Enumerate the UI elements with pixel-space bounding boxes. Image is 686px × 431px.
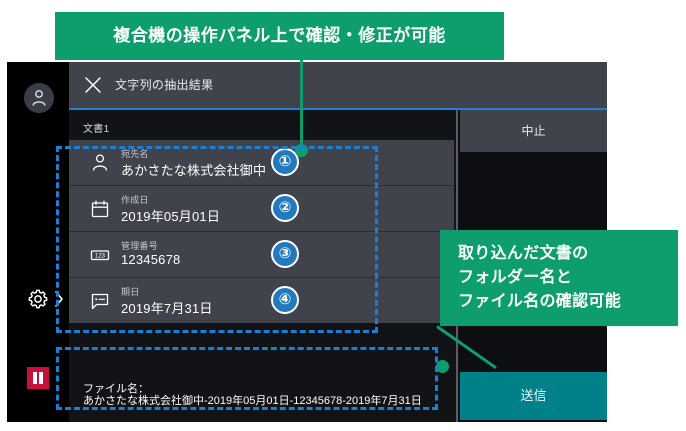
field-key: 管理番号	[121, 241, 158, 251]
avatar-glyph	[32, 90, 46, 106]
pause-icon[interactable]	[27, 367, 49, 389]
list-item[interactable]: 作成日 2019年05月01日 ②	[69, 186, 454, 232]
titlebar-underline	[69, 108, 607, 110]
titlebar: 文字列の抽出結果	[69, 62, 607, 108]
callout-right-line-3: ファイル名の確認可能	[458, 293, 622, 310]
step-badge: ③	[271, 240, 299, 268]
number-icon: 123	[89, 244, 111, 266]
field-key: 期日	[121, 287, 140, 297]
svg-text:123: 123	[95, 254, 106, 260]
comment-glyph	[91, 293, 109, 310]
pause-bar-right	[39, 372, 43, 384]
comment-icon	[89, 290, 111, 312]
page-title: 文字列の抽出結果	[115, 78, 214, 92]
field-value: 12345678	[121, 252, 181, 267]
calendar-icon	[89, 198, 111, 220]
callout-right: 取り込んだ文書の フォルダー名と ファイル名の確認可能	[440, 230, 678, 326]
callout-right-line-2: フォルダー名と	[458, 269, 573, 286]
extracted-fields-list: 宛先名 あかさたな株式会社御中 ① 作成日 2019年05月01日	[69, 140, 454, 323]
user-avatar-icon[interactable]	[24, 83, 54, 113]
cancel-button[interactable]: 中止	[460, 110, 607, 152]
field-key: 作成日	[121, 195, 149, 205]
callout-right-line-1: 取り込んだ文書の	[458, 245, 589, 262]
person-icon	[89, 152, 111, 174]
step-badge: ②	[271, 194, 299, 222]
callout-top-connector-line	[300, 60, 303, 150]
document-label: 文書1	[83, 124, 110, 135]
field-value: 2019年05月01日	[121, 209, 221, 224]
step-badge: ④	[271, 286, 299, 314]
field-value: あかさたな株式会社御中	[121, 163, 267, 178]
callout-right-connector-dot	[436, 360, 449, 373]
gear-icon[interactable]	[27, 288, 49, 310]
calendar-glyph	[91, 200, 109, 218]
list-item[interactable]: 123 管理番号 12345678 ③	[69, 232, 454, 278]
callout-top: 複合機の操作パネル上で確認・修正が可能	[55, 12, 504, 60]
number-glyph: 123	[90, 250, 110, 261]
gear-glyph	[28, 289, 48, 309]
filename-block: ファイル名： あかさたな株式会社御中-2019年05月01日-12345678-…	[69, 375, 454, 422]
chevron-glyph	[55, 291, 63, 307]
field-key: 宛先名	[121, 149, 149, 159]
step-badge: ①	[271, 148, 299, 176]
field-value: 2019年7月31日	[121, 301, 213, 316]
send-button[interactable]: 送信	[460, 372, 607, 420]
list-item[interactable]: 宛先名 あかさたな株式会社御中 ①	[69, 140, 454, 186]
filename-label: ファイル名：	[83, 383, 149, 395]
callout-top-connector-dot	[295, 144, 308, 157]
chevron-right-icon[interactable]	[53, 288, 65, 310]
pause-bar-left	[33, 372, 37, 384]
person-glyph	[92, 154, 108, 171]
left-rail	[7, 62, 69, 422]
list-item[interactable]: 期日 2019年7月31日 ④	[69, 278, 454, 323]
mfp-panel-window: 文字列の抽出結果 文書1 宛先名 あかさたな株式会社御中 ①	[7, 62, 607, 422]
close-icon[interactable]	[84, 76, 102, 94]
content-column: 文書1 宛先名 あかさたな株式会社御中 ①	[69, 110, 454, 422]
close-glyph	[85, 77, 101, 93]
filename-value: あかさたな株式会社御中-2019年05月01日-12345678-2019年7月…	[83, 395, 422, 407]
